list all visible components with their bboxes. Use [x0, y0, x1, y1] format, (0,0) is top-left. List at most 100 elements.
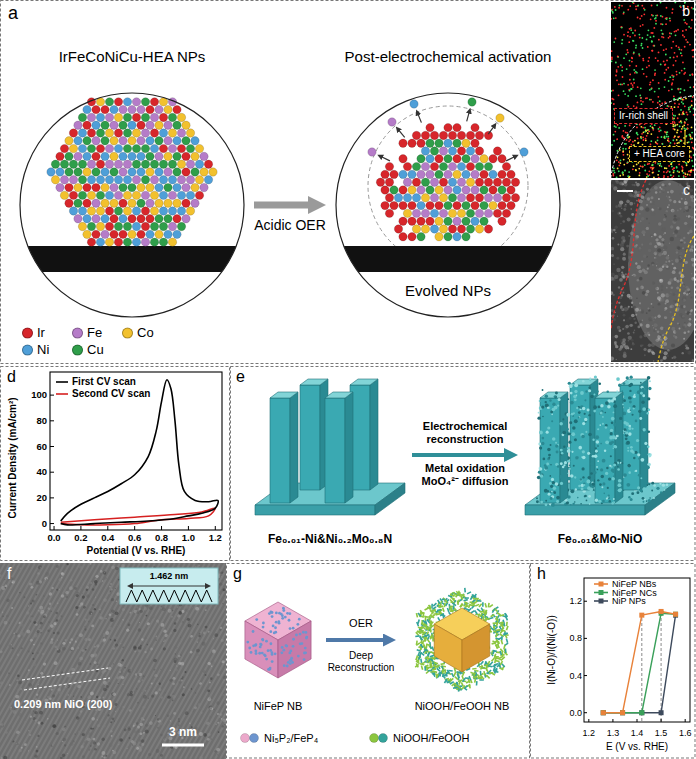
atom: [60, 144, 68, 152]
stem-speckle: [636, 220, 637, 221]
atom: [132, 129, 140, 137]
atom: [462, 201, 470, 209]
eds-dot: [637, 102, 639, 104]
stem-speckle: [639, 335, 642, 338]
nanosheet: [586, 500, 588, 502]
stem-speckle: [616, 268, 620, 272]
eds-dot: [647, 29, 649, 31]
atom: [164, 121, 172, 129]
nanosheet: [570, 504, 571, 505]
eds-dot: [623, 90, 625, 92]
stem-speckle: [680, 193, 682, 195]
eds-dot: [677, 136, 679, 138]
eds-dot: [690, 151, 692, 153]
eds-dot: [691, 141, 693, 143]
eds-dot: [665, 69, 667, 71]
atom: [453, 139, 461, 147]
stem-speckle: [625, 325, 629, 329]
stem-speckle: [636, 200, 638, 202]
atom: [435, 233, 443, 241]
leached-atom: [410, 100, 418, 108]
stem-speckle: [663, 356, 667, 360]
eds-dot: [676, 167, 678, 169]
core-outline: [658, 236, 694, 362]
stem-speckle: [639, 277, 643, 281]
eds-dot: [654, 91, 656, 93]
eds-dot: [691, 7, 693, 9]
atom: [168, 113, 176, 121]
stem-speckle: [684, 349, 688, 353]
eds-dot: [661, 143, 663, 145]
atom: [177, 160, 185, 168]
stem-speckle: [671, 327, 675, 331]
stem-speckle: [622, 269, 624, 271]
stem-speckle: [672, 270, 676, 274]
eds-dot: [686, 111, 688, 113]
eds-dot: [682, 30, 684, 32]
stem-speckle: [614, 341, 617, 344]
atom: [51, 176, 59, 184]
stem-speckle: [690, 358, 694, 362]
eds-dot: [628, 140, 630, 142]
stem-speckle: [620, 215, 623, 218]
ir-atom: [502, 162, 510, 170]
atom: [132, 191, 140, 199]
stem-speckle: [661, 293, 665, 297]
eds-dot: [629, 90, 631, 92]
atom: [150, 222, 158, 230]
atom: [475, 162, 483, 170]
stem-speckle: [688, 330, 692, 334]
atom: [155, 168, 163, 176]
stem-speckle: [634, 190, 637, 193]
stem-speckle: [618, 204, 622, 208]
eds-dot: [617, 124, 619, 126]
nanosheet: [588, 433, 592, 437]
stem-speckle: [634, 194, 637, 197]
nanosheet: [588, 386, 591, 389]
atom: [141, 207, 149, 215]
atom: [159, 144, 167, 152]
atom: [105, 144, 113, 152]
stem-speckle: [681, 247, 684, 250]
eds-dot: [616, 138, 618, 140]
eds-dot: [623, 159, 625, 161]
stem-speckle: [687, 322, 691, 326]
eds-dot: [692, 56, 694, 58]
eds-dot: [661, 165, 663, 167]
stem-image: [611, 180, 694, 362]
stem-speckle: [651, 351, 654, 354]
eds-dot: [625, 148, 627, 150]
stem-speckle: [662, 227, 666, 231]
atom: [457, 209, 465, 217]
atom: [168, 207, 176, 215]
eds-dot: [658, 177, 660, 178]
eds-dot: [618, 7, 620, 9]
eds-dot: [639, 18, 641, 20]
eds-dot: [650, 140, 652, 142]
eds-dot: [678, 142, 680, 144]
atom: [105, 129, 113, 137]
eds-dot: [677, 129, 679, 131]
stem-speckle: [684, 201, 688, 205]
atom: [60, 191, 68, 199]
atom: [78, 113, 86, 121]
stem-speckle: [666, 210, 668, 212]
eds-dot: [611, 18, 612, 20]
stem-speckle: [664, 339, 666, 341]
eds-dot: [661, 136, 663, 138]
panel-frame: [1, 1, 696, 364]
atom: [168, 191, 176, 199]
eds-dot: [621, 42, 623, 44]
eds-dot: [616, 79, 618, 81]
eds-dot: [621, 135, 623, 137]
eds-dot: [628, 89, 630, 91]
eds-dot: [641, 103, 643, 105]
atom: [56, 152, 64, 160]
eds-dot: [687, 128, 689, 130]
stem-speckle: [675, 249, 678, 252]
nanosheet: [588, 495, 591, 498]
eds-background: [611, 2, 694, 178]
stem-speckle: [657, 242, 661, 246]
stem-speckle: [690, 195, 694, 199]
eds-dot: [684, 122, 686, 124]
